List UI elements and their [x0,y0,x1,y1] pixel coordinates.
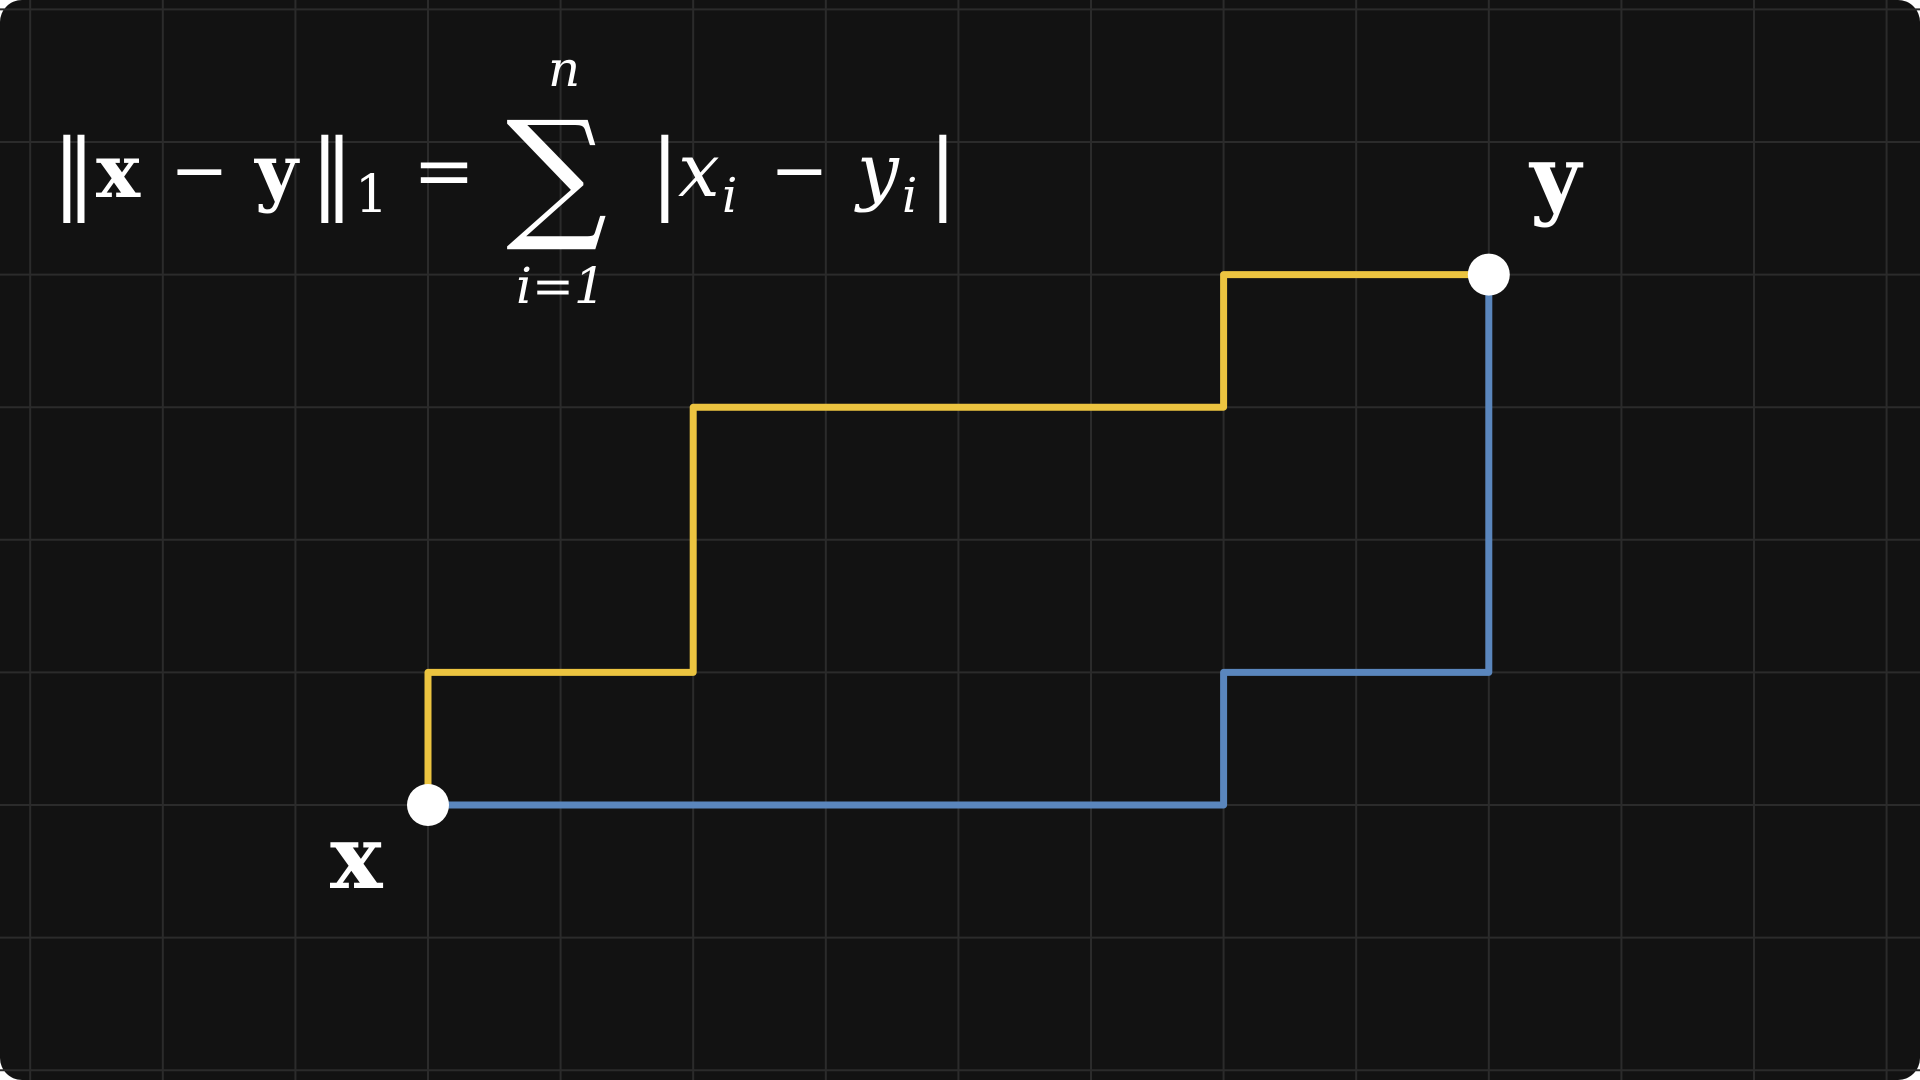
yellow-path [424,271,1493,809]
norm-subscript: 1 [355,165,388,225]
sum-symbol: ∑ [506,91,607,256]
abs-bar-left: | [650,120,680,223]
abs-bar-right: | [928,120,958,223]
point-x-label: x [330,805,384,909]
l1-norm-formula: ‖ x − y ‖ 1 = n ∑ i=1 | x i − y i | [52,40,958,315]
formula-minus-1: − [170,129,229,211]
formula-x-i: x [678,128,720,214]
formula-vector-y: y [254,129,300,215]
sum-lower-limit: i=1 [516,257,606,315]
norm-bar-left: ‖ [52,120,96,223]
formula-y-index: i [902,168,917,224]
norm-bar-right: ‖ [310,120,354,223]
formula-x-index: i [722,168,737,224]
sum-upper-limit: n [548,40,580,98]
point-y-dot [1467,253,1510,296]
point-y-label: y [1528,125,1584,229]
formula-y-i: y [854,128,900,214]
point-x-dot [407,784,449,826]
blue-path [424,271,1493,809]
formula-minus-2: − [770,129,829,211]
formula-equals: = [413,128,475,214]
formula-vector-x: x [96,129,141,215]
